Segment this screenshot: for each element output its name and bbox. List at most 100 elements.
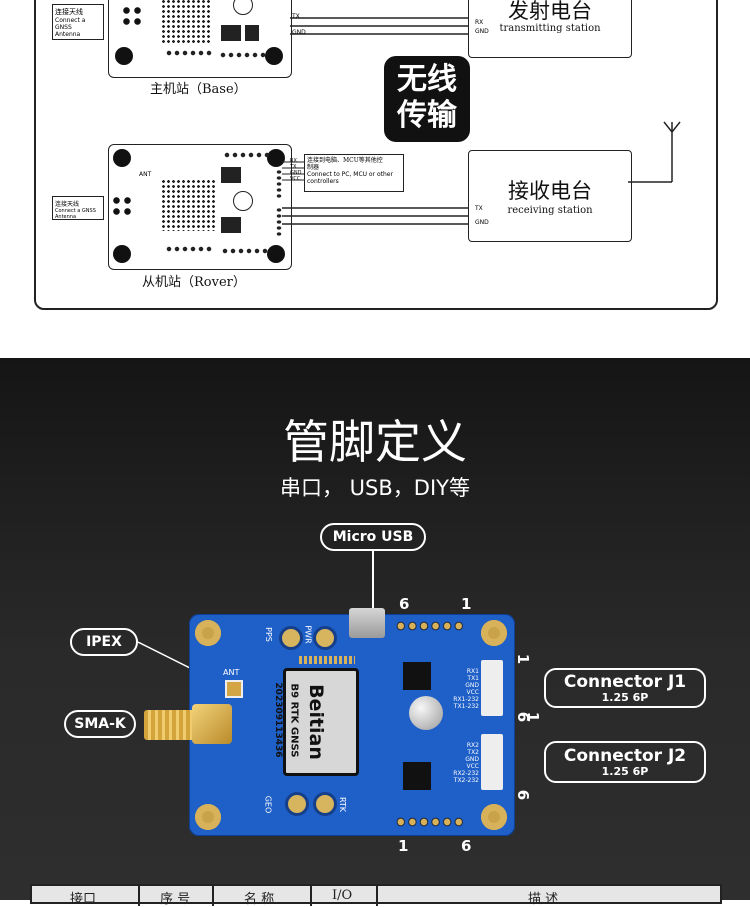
geo-led-label: GEO: [263, 795, 273, 814]
table-divider: [138, 886, 140, 906]
micro-usb-port: [349, 608, 385, 638]
j2-pin-6: 6: [514, 789, 533, 801]
base-board: [108, 0, 292, 78]
pin-header: [223, 151, 269, 159]
receiving-station: 接收电台 receiving station TX GND: [468, 150, 632, 242]
chip: [221, 167, 241, 183]
top-header-pin-6: 6: [399, 595, 410, 613]
j1-pin-label: VCC: [466, 689, 479, 696]
pin-header: [219, 51, 269, 59]
mounting-hole: [267, 245, 285, 263]
j2-pin-label: GND: [465, 756, 479, 763]
table-col-io: I/O: [332, 888, 353, 903]
table-divider: [376, 886, 378, 906]
antenna-note-cn: 连接天线: [55, 8, 83, 16]
radio-antenna-icon: [628, 121, 681, 183]
antenna-note-en: Connect a GNSS: [55, 17, 86, 31]
wireless-line1: 无线: [397, 62, 457, 97]
rx-pin-tx: TX: [475, 205, 483, 212]
rover-pin-labels: RX TX GND VCC: [290, 158, 301, 182]
j1-name: Connector J1: [563, 672, 687, 692]
tx-pin-rx: RX: [475, 19, 484, 26]
battery: [233, 191, 253, 211]
ipex-connector: [225, 680, 243, 698]
pin-table-header: 接口 序 号 名 称 I/O 描 述: [30, 884, 722, 907]
antenna-note-en: Connect a GNSS: [55, 208, 96, 214]
transmitting-station: 发射电台 transmitting station RX GND: [468, 0, 632, 58]
mounting-pad: [481, 620, 507, 646]
gnss-module: Beitian B9 RTK GNSS 202309113436: [273, 668, 359, 776]
j2-connector: [481, 734, 503, 790]
base-wires: [290, 17, 468, 35]
pps-led-label: PPS: [263, 627, 273, 642]
j2-pin-label: TX2: [467, 749, 479, 756]
pps-led: [279, 626, 303, 650]
antenna-pad: [121, 5, 143, 27]
ipex-label: IPEX: [70, 628, 138, 656]
table-col-index: 序 号: [160, 892, 191, 907]
antenna-note-en: Antenna: [55, 214, 77, 220]
module-model: B9 RTK GNSS: [288, 683, 300, 758]
antenna-note-cn: 连接天线: [55, 201, 80, 208]
pwr-led-label: PWR: [303, 625, 313, 644]
base-antenna-note: 连接天线 Connect a GNSS Antenna: [52, 4, 104, 40]
mounting-pad: [481, 804, 507, 830]
j2-pin-label: VCC: [466, 763, 479, 770]
pc-note-cn: 连接到电脑、MCU等其他控: [307, 157, 383, 164]
coin-battery: [409, 696, 443, 730]
table-col-description: 描 述: [528, 892, 559, 907]
base-pin-gnd: GND: [292, 29, 306, 36]
mounting-hole: [265, 47, 283, 65]
pin-header: [165, 49, 213, 57]
table-divider: [212, 886, 214, 906]
table-col-name: 名 称: [244, 892, 275, 907]
sma-body: [192, 704, 232, 744]
pin-tx: TX: [290, 164, 297, 170]
wiring-diagram: 连接天线 Connect a GNSS Antenna 主机站（Base） TX…: [0, 0, 750, 358]
bottom-header-pin-1: 1: [398, 837, 409, 855]
rx-station-en: receiving station: [507, 205, 593, 216]
rover-pc-wires: [282, 161, 306, 181]
tx-station-cn: 发射电台: [508, 0, 592, 23]
j2-spec: 1.25 6P: [601, 765, 649, 778]
connector-j1: [275, 169, 283, 199]
pc-note-en: Connect to PC, MCU or other: [307, 171, 393, 178]
wireless-badge: 无线 传输: [384, 56, 470, 142]
micro-usb-leader: [372, 551, 374, 611]
j2-name: Connector J2: [563, 746, 687, 766]
mounting-pad: [195, 620, 221, 646]
pc-note-cn: 制器: [307, 164, 320, 171]
tx-station-en: transmitting station: [499, 23, 601, 34]
j1-pin-1: 1: [514, 653, 533, 665]
antenna-pad: [111, 195, 133, 217]
pin-vcc: VCC: [290, 176, 301, 182]
bottom-header-pin-6: 6: [461, 837, 472, 855]
battery: [233, 0, 253, 15]
rx-pin-gnd: GND: [475, 219, 489, 226]
mounting-hole: [115, 47, 133, 65]
j1-connector: [481, 660, 503, 716]
mounting-hole: [113, 245, 131, 263]
gnss-module: [161, 0, 211, 43]
base-pin-tx: TX: [292, 13, 300, 20]
pin-gnd: GND: [290, 170, 302, 176]
rover-label: 从机站（Rover）: [142, 275, 246, 290]
top-pin-header: [395, 620, 465, 632]
base-label: 主机站（Base）: [150, 82, 247, 97]
board-ant-label: ANT: [223, 668, 240, 677]
rover-ant-label: ANT: [139, 171, 152, 178]
pin-header: [165, 245, 213, 253]
ic-chip: [403, 762, 431, 790]
j1-pin-label: RX1-232: [453, 696, 479, 703]
connector-j1-label: Connector J1 1.25 6P: [544, 668, 706, 708]
rover-antenna-note: 连接天线 Connect a GNSS Antenna: [52, 196, 104, 220]
chip: [221, 217, 241, 233]
j2-pin-label: TX2-232: [453, 777, 479, 784]
rover-pc-note: 连接到电脑、MCU等其他控 制器 Connect to PC, MCU or o…: [304, 154, 404, 192]
pc-note-en: controllers: [307, 178, 339, 185]
chip: [245, 25, 259, 41]
rtk-led: [313, 792, 337, 816]
gnss-module: [161, 179, 215, 231]
tx-pin-gnd: GND: [475, 28, 489, 35]
antenna-note-en: Antenna: [55, 31, 81, 38]
